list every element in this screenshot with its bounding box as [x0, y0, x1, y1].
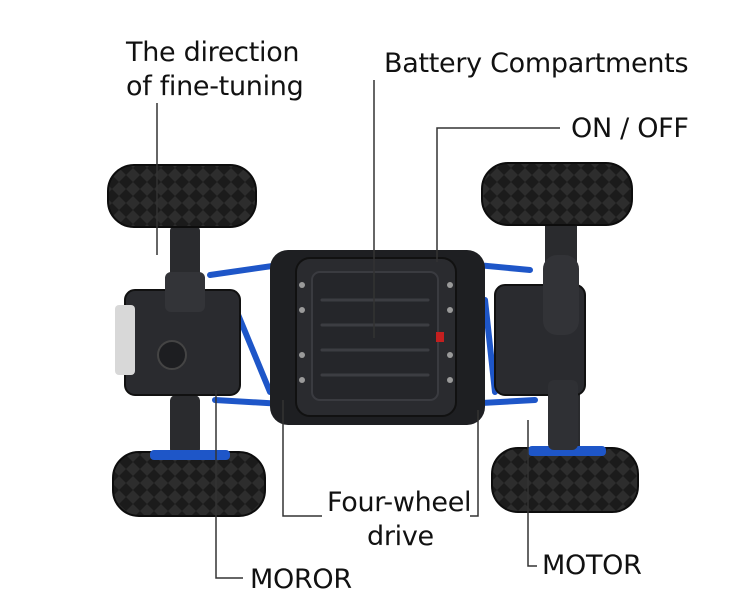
- right-gearbox: [494, 255, 586, 450]
- rear-left-tire: [112, 450, 266, 517]
- front-left-tire: [107, 164, 257, 228]
- four-wheel-drive-label-line1: Four-wheel: [327, 487, 472, 518]
- fine-tuning-label-line1: The direction: [126, 37, 300, 68]
- four-wheel-drive-label-line2: drive: [367, 521, 434, 552]
- battery-compartments-label: Battery Compartments: [384, 48, 689, 79]
- front-right-tire: [481, 162, 633, 226]
- rear-left-shaft: [170, 395, 200, 455]
- power-switch: [436, 332, 444, 342]
- leader-lines: [156, 80, 560, 579]
- fine-tuning-label-line2: of fine-tuning: [126, 71, 304, 102]
- left-motor-label: MOROR: [250, 564, 352, 595]
- right-motor-label: MOTOR: [542, 550, 642, 581]
- battery-compartment: [295, 257, 457, 417]
- rear-right-tire: [491, 446, 639, 513]
- left-gearbox: [115, 272, 241, 396]
- on-off-label: ON / OFF: [571, 113, 689, 144]
